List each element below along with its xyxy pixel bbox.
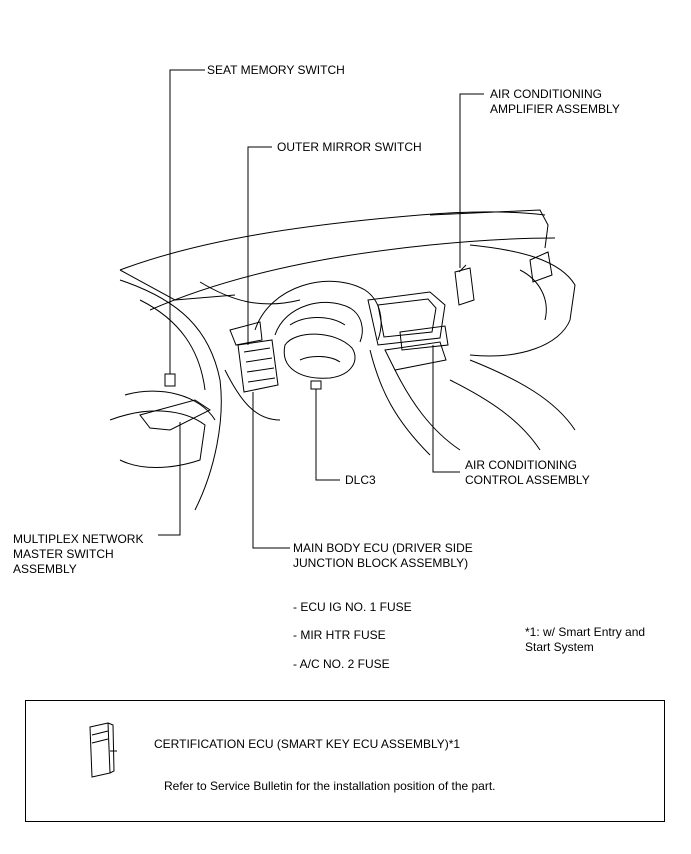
main-body-ecu-line-1: MAIN BODY ECU (DRIVER SIDE <box>293 541 473 555</box>
seat-memory-switch-label: SEAT MEMORY SWITCH <box>207 63 345 77</box>
dlc3-label: DLC3 <box>345 473 376 487</box>
air-conditioning-control-label: AIR CONDITIONING CONTROL ASSEMBLY <box>465 458 590 488</box>
air-conditioning-amplifier-label: AIR CONDITIONING AMPLIFIER ASSEMBLY <box>490 87 620 117</box>
main-body-ecu-label: MAIN BODY ECU (DRIVER SIDE JUNCTION BLOC… <box>293 541 473 571</box>
fuse-ac-no2: - A/C NO. 2 FUSE <box>293 657 390 671</box>
multiplex-master-switch-line-3: ASSEMBLY <box>13 562 77 576</box>
multiplex-master-switch-label: MULTIPLEX NETWORK MASTER SWITCH ASSEMBLY <box>13 532 143 577</box>
footnote-line-2: Start System <box>525 640 594 654</box>
certification-ecu-note-box: CERTIFICATION ECU (SMART KEY ECU ASSEMBL… <box>25 700 665 822</box>
dashboard-illustration <box>109 69 576 549</box>
certification-ecu-icon <box>89 722 117 778</box>
air-conditioning-amplifier-line-2: AMPLIFIER ASSEMBLY <box>490 102 620 116</box>
air-conditioning-control-line-2: CONTROL ASSEMBLY <box>465 473 590 487</box>
installation-note: Refer to Service Bulletin for the instal… <box>164 779 496 793</box>
multiplex-master-switch-line-2: MASTER SWITCH <box>13 547 114 561</box>
certification-ecu-title: CERTIFICATION ECU (SMART KEY ECU ASSEMBL… <box>154 737 461 751</box>
outer-mirror-switch-label: OUTER MIRROR SWITCH <box>277 140 422 154</box>
main-body-ecu-line-2: JUNCTION BLOCK ASSEMBLY) <box>293 556 469 570</box>
fuse-mir-htr: - MIR HTR FUSE <box>293 628 386 642</box>
fuse-ecu-ig-no1: - ECU IG NO. 1 FUSE <box>293 600 412 614</box>
smart-entry-footnote: *1: w/ Smart Entry and Start System <box>525 625 645 655</box>
footnote-line-1: *1: w/ Smart Entry and <box>525 625 646 639</box>
air-conditioning-control-line-1: AIR CONDITIONING <box>465 458 578 472</box>
air-conditioning-amplifier-line-1: AIR CONDITIONING <box>490 87 603 101</box>
multiplex-master-switch-line-1: MULTIPLEX NETWORK <box>13 532 144 546</box>
